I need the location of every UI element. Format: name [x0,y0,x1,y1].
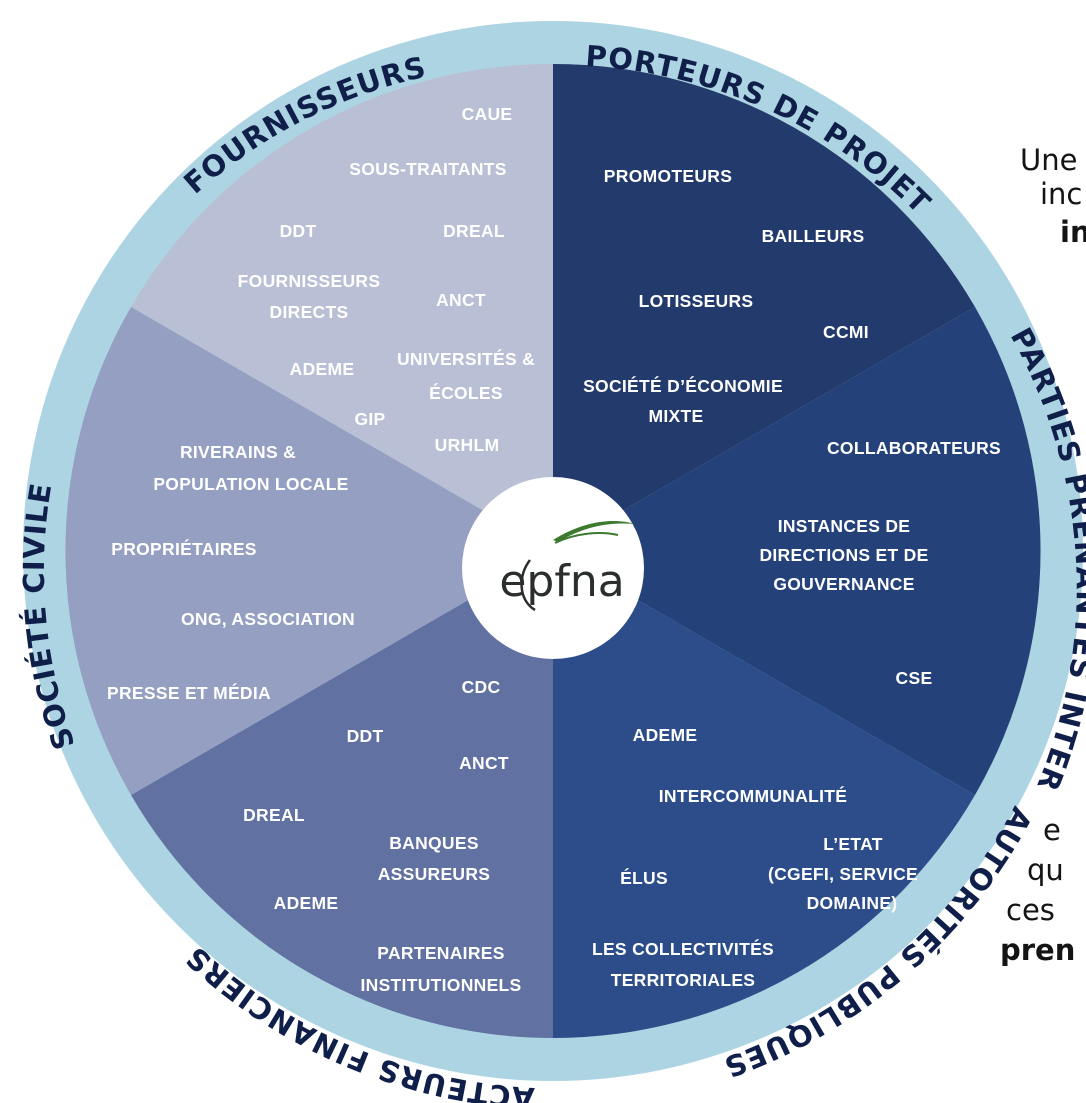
node-partenaires-1: PARTENAIRES [377,943,504,963]
node-sous-traitants: SOUS-TRAITANTS [349,159,506,179]
center-logo: epfna [462,477,644,659]
sector-autorites-publiques [553,551,975,1039]
node-proprietaires: PROPRIÉTAIRES [111,538,257,559]
node-assureurs: ASSUREURS [378,864,491,884]
side-text-top-3: in [1060,215,1086,249]
sector-parties-prenantes-internes [553,307,1041,795]
node-collaborateurs: COLLABORATEURS [827,438,1001,458]
node-collectivites-2: TERRITORIALES [611,970,756,990]
acteurs-items: CDC DDT ANCT DREAL BANQUES ASSUREURS ADE… [243,677,521,995]
sector-group [65,63,1041,1039]
sector-fournisseurs [131,63,553,552]
node-ademe: ADEME [290,359,355,379]
node-fournisseurs-directs-1: FOURNISSEURS [238,271,381,291]
epfna-logo-icon [520,521,635,612]
sector-societe-civile [65,307,554,795]
node-sem-1: SOCIÉTÉ D’ÉCONOMIE [583,375,783,396]
node-dreal: DREAL [443,221,505,241]
side-text-top-2: inc [1040,177,1082,211]
sector-acteurs-financiers [131,551,553,1039]
node-ademe-auto: ADEME [633,725,698,745]
sector-porteurs-de-projet [553,63,975,552]
side-text-bottom-1: e [1043,813,1061,847]
node-intercommunalite: INTERCOMMUNALITÉ [659,785,848,806]
node-ong: ONG, ASSOCIATION [181,609,355,629]
node-gip: GIP [354,409,385,429]
node-urhlm: URHLM [435,435,500,455]
node-anct: ANCT [436,290,486,310]
parties-items: COLLABORATEURS INSTANCES DE DIRECTIONS E… [759,438,1001,688]
node-etat-2: (CGEFI, SERVICE [768,864,918,884]
node-sem-2: MIXTE [649,406,704,426]
node-riverains-1: RIVERAINS & [180,442,296,462]
node-ddt: DDT [280,221,317,241]
node-bailleurs: BAILLEURS [762,226,865,246]
node-promoteurs: PROMOTEURS [604,166,732,186]
node-lotisseurs: LOTISSEURS [639,291,754,311]
node-instances-2: DIRECTIONS ET DE [759,545,928,565]
node-etat-1: L’ETAT [823,834,882,854]
side-text: Une inc in e qu ces pren [1000,143,1086,967]
node-cse: CSE [896,668,933,688]
node-instances-1: INSTANCES DE [778,516,911,536]
node-presse: PRESSE ET MÉDIA [107,682,271,703]
societe-items: RIVERAINS & POPULATION LOCALE PROPRIÉTAI… [107,442,355,703]
logo-text: epfna [499,556,624,607]
side-text-bottom-4: pren [1000,933,1075,967]
node-universites-2: ÉCOLES [429,382,503,403]
node-ddt-fin: DDT [347,726,384,746]
node-etat-3: DOMAINE) [807,893,898,913]
node-ademe-fin: ADEME [274,893,339,913]
node-ccmi: CCMI [823,322,869,342]
porteurs-items: PROMOTEURS BAILLEURS LOTISSEURS CCMI SOC… [583,166,869,426]
node-collectivites-1: LES COLLECTIVITÉS [592,938,774,959]
side-text-bottom-3: ces [1006,893,1055,927]
fournisseurs-items: CAUE SOUS-TRAITANTS DDT DREAL FOURNISSEU… [238,104,535,455]
node-fournisseurs-directs-2: DIRECTS [270,302,349,322]
node-partenaires-2: INSTITUTIONNELS [360,975,521,995]
node-banques: BANQUES [389,833,479,853]
node-anct-fin: ANCT [459,753,509,773]
side-text-top-1: Une [1020,143,1077,177]
node-caue: CAUE [462,104,513,124]
node-dreal-fin: DREAL [243,805,305,825]
node-elus: ÉLUS [620,867,668,888]
node-universites-1: UNIVERSITÉS & [397,348,535,369]
node-riverains-2: POPULATION LOCALE [153,474,348,494]
autorites-items: ADEME INTERCOMMUNALITÉ L’ETAT (CGEFI, SE… [592,725,918,990]
side-text-bottom-2: qu [1027,853,1064,887]
node-cdc: CDC [462,677,501,697]
node-instances-3: GOUVERNANCE [773,574,914,594]
